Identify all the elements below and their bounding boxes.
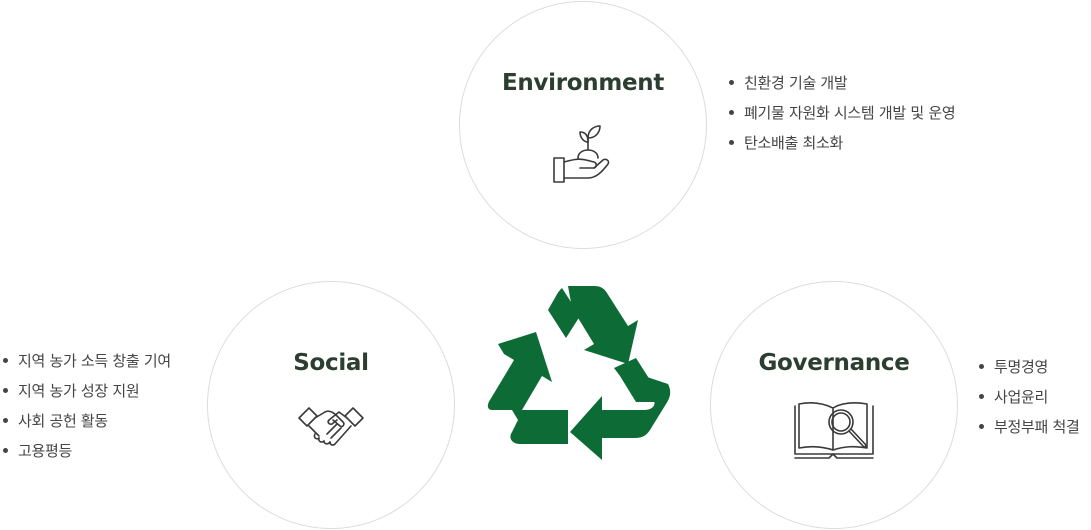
environment-title: Environment [501, 70, 665, 96]
list-item: 고용평등 [2, 436, 171, 466]
social-title: Social [293, 350, 369, 376]
environment-list: 친환경 기술 개발 폐기물 자원화 시스템 개발 및 운영 탄소배출 최소화 [728, 68, 956, 158]
list-item: 투명경영 [978, 352, 1079, 382]
social-circle: Social [207, 281, 455, 529]
governance-list: 투명경영 사업윤리 부정부패 척결 [978, 352, 1080, 442]
list-item: 지역 농가 소득 창출 기여 [2, 346, 171, 376]
handshake-icon [298, 407, 364, 446]
list-item: 사회 공헌 활동 [2, 406, 171, 436]
social-list: 지역 농가 소득 창출 기여 지역 농가 성장 지원 사회 공헌 활동 고용평등 [2, 346, 171, 466]
list-item: 탄소배출 최소화 [728, 128, 955, 158]
list-item: 사업윤리 [978, 382, 1079, 412]
list-item: 폐기물 자원화 시스템 개발 및 운영 [728, 98, 956, 128]
governance-title: Governance [758, 350, 910, 376]
governance-circle: Governance [710, 281, 958, 529]
recycle-icon [487, 286, 671, 460]
list-item: 지역 농가 성장 지원 [2, 376, 171, 406]
book-magnifier-icon [794, 402, 874, 459]
list-item: 친환경 기술 개발 [728, 68, 955, 98]
list-item: 부정부패 척결 [978, 412, 1080, 442]
environment-circle: Environment [459, 1, 707, 249]
plant-in-hand-icon [553, 125, 610, 183]
